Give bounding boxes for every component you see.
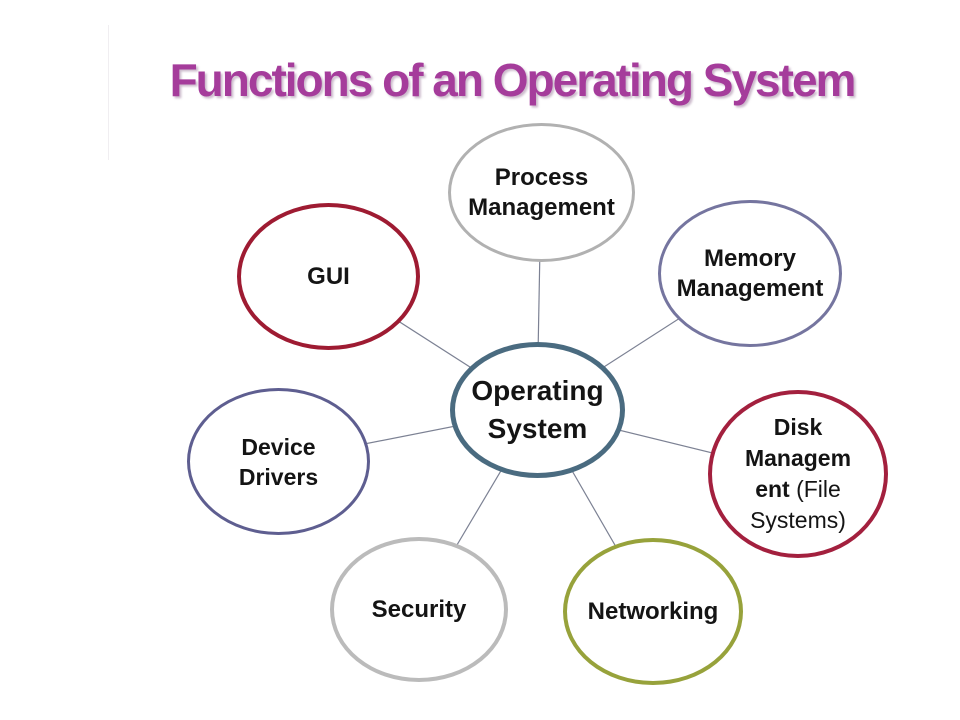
node-process-management-label: Process Management xyxy=(468,163,615,221)
node-gui-label: GUI xyxy=(307,262,350,290)
node-networking-label: Networking xyxy=(587,597,719,625)
node-process-management: Process Management xyxy=(448,123,635,262)
node-disk-management-label: Disk Managem ent (File Systems) xyxy=(744,414,852,533)
node-disk-management: Disk Managem ent (File Systems) xyxy=(708,390,888,558)
node-networking: Networking xyxy=(563,538,743,685)
node-security-label: Security xyxy=(371,595,467,623)
left-edge-artifact-line xyxy=(108,25,109,160)
node-device-drivers: Device Drivers xyxy=(187,388,370,535)
node-operating-system: Operating System xyxy=(450,342,625,478)
node-gui: GUI xyxy=(237,203,420,350)
node-device-drivers-label: Device Drivers xyxy=(238,433,319,490)
slide-title: Functions of an Operating System xyxy=(169,54,857,106)
node-memory-management-label: Memory Management xyxy=(676,244,824,302)
node-operating-system-label: Operating System xyxy=(471,375,604,444)
node-memory-management: Memory Management xyxy=(658,200,842,347)
node-security: Security xyxy=(330,537,508,682)
